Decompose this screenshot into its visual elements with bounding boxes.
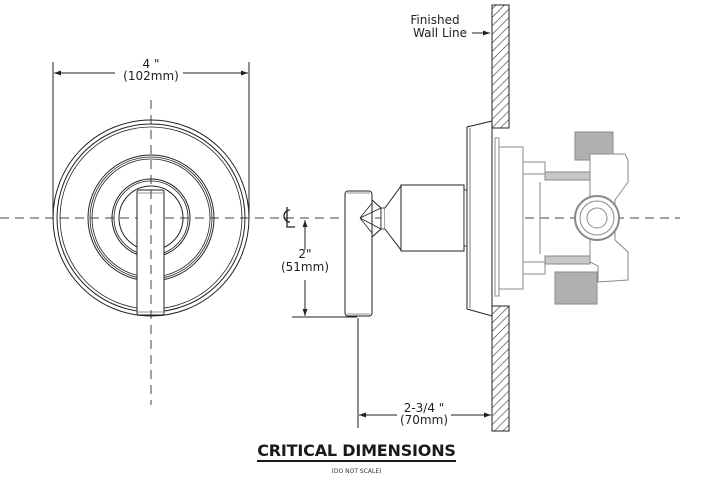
hub-cone: [384, 184, 402, 252]
valve-lower-thread: [554, 271, 598, 305]
valve-bonnet: [498, 146, 524, 290]
handle-collar: [380, 207, 386, 230]
valve-upper-cartridge: [544, 171, 591, 181]
valve-mounting-plate: [494, 137, 500, 297]
drawing-title: CRITICAL DIMENSIONS: [0, 441, 713, 462]
handle-neck-facets: [359, 202, 382, 234]
valve-upper-bracket: [522, 161, 546, 175]
wall-section-upper: [491, 4, 510, 129]
width-dimension-inches: 4 ": [143, 57, 160, 71]
valve-lower-bracket: [522, 261, 546, 275]
front-view: 4 " (102mm): [52, 57, 250, 405]
wall-section-lower: [491, 305, 510, 432]
wall-line-label-1: Finished: [410, 13, 459, 27]
side-lever-handle: [344, 190, 373, 317]
drop-dimension-mm: (51mm): [281, 260, 329, 274]
drawing-subtitle: (DO NOT SCALE): [331, 468, 382, 475]
escutcheon-outer-ring: [52, 119, 250, 317]
depth-dimension-mm: (70mm): [400, 413, 448, 427]
hub-cylinder: [400, 184, 465, 252]
drawing-title-text: CRITICAL DIMENSIONS: [257, 441, 456, 462]
wall-line-label-2: Wall Line: [413, 26, 467, 40]
escutcheon-profile: [466, 120, 493, 317]
valve-lower-cartridge: [544, 255, 591, 265]
width-dimension-mm: (102mm): [123, 69, 179, 83]
centerline-symbol: [283, 207, 295, 228]
rough-in-valve-body: [494, 131, 629, 305]
depth-dimension-inches: 2-3/4 ": [404, 401, 445, 415]
drop-dimension-inches: 2": [298, 247, 311, 261]
side-view: 2" (51mm) Finished Wall Line 2-3/4 " (70…: [281, 4, 629, 432]
valve-port-inner: [586, 207, 608, 229]
